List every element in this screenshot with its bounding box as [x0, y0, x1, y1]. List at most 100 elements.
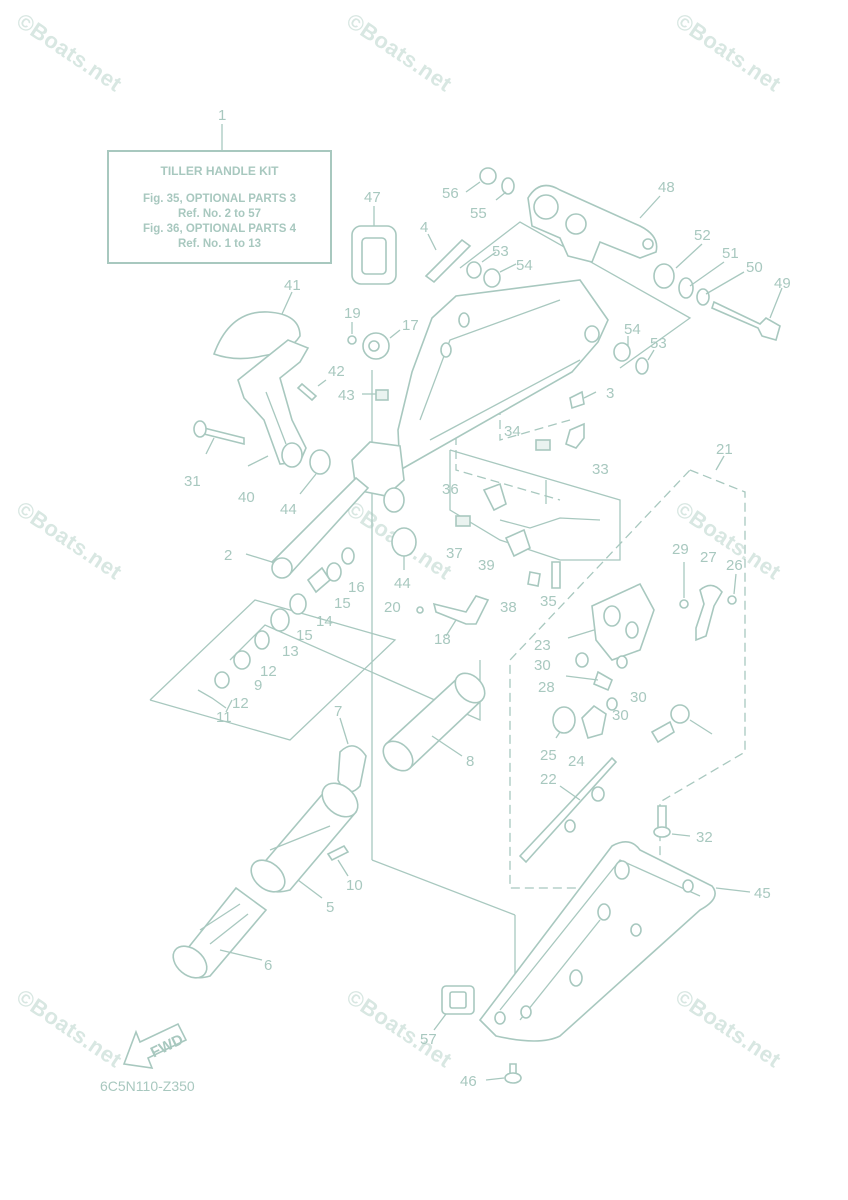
part-44-bushing: [309, 449, 331, 475]
callout-12: 12: [260, 663, 277, 680]
callout-8: 8: [466, 753, 474, 770]
callout-44b: 44: [394, 575, 411, 592]
callout-48: 48: [658, 179, 675, 196]
callout-2: 2: [224, 547, 232, 564]
callout-13: 13: [282, 643, 299, 660]
part-52-50-51-49-hardware: [653, 243, 783, 341]
callout-53b: 53: [650, 335, 667, 352]
part-53-54-right: [613, 336, 655, 375]
callout-50: 50: [746, 259, 763, 276]
callout-57: 57: [420, 1031, 437, 1048]
callout-38: 38: [500, 599, 517, 616]
part-5-throttle-grip: [250, 782, 359, 899]
throttle-small-parts: [197, 547, 355, 713]
callout-10: 10: [346, 877, 363, 894]
callout-36: 36: [442, 481, 459, 498]
callout-47: 47: [364, 189, 381, 206]
callout-53: 53: [492, 243, 509, 260]
callout-22: 22: [540, 771, 557, 788]
main-tiller-arm: [351, 279, 609, 513]
callout-6: 6: [264, 957, 272, 974]
callout-29: 29: [672, 541, 689, 558]
part-45-lower-cover: [478, 841, 751, 1042]
callout-34: 34: [504, 423, 521, 440]
callout-39: 39: [478, 557, 495, 574]
kit-reference-line: Fig. 36, OPTIONAL PARTS 4: [143, 223, 296, 235]
callout-21: 21: [716, 441, 733, 458]
callout-5: 5: [326, 899, 334, 916]
part-46-bolt: [485, 1063, 522, 1084]
part-40-tiller-handle: [237, 339, 327, 468]
callout-30c: 30: [612, 707, 629, 724]
forward-arrow-icon: FWD: [122, 1022, 188, 1069]
part-17-19-clamp: [347, 322, 401, 360]
callout-37: 37: [446, 545, 463, 562]
part-32-screw: [653, 805, 691, 838]
callout-35: 35: [540, 593, 557, 610]
kit-reference-line: Fig. 35, OPTIONAL PARTS 3: [143, 193, 296, 205]
callout-44: 44: [280, 501, 297, 518]
kit-reference-line: Ref. No. 1 to 13: [177, 238, 262, 250]
kit-title: TILLER HANDLE KIT: [160, 164, 279, 178]
callout-30: 30: [534, 657, 551, 674]
callout-52: 52: [694, 227, 711, 244]
callout-43: 43: [338, 387, 355, 404]
part-27-lever: [679, 562, 737, 642]
part-53-54-left: [466, 251, 517, 288]
part-56-55-nut-washer: [465, 167, 515, 201]
callout-49: 49: [774, 275, 791, 292]
part-4-plate: [424, 238, 472, 284]
callout-51: 51: [722, 245, 739, 262]
callout-24: 24: [568, 753, 585, 770]
callout-55: 55: [470, 205, 487, 222]
tiller-handle-kit-box: TILLER HANDLE KIT Fig. 35, OPTIONAL PART…: [107, 150, 332, 264]
callout-18: 18: [434, 631, 451, 648]
callout-40: 40: [238, 489, 255, 506]
part-31-bolt: [193, 420, 245, 455]
part-6-handle-grip: [172, 886, 268, 979]
callout-4: 4: [420, 219, 428, 236]
part-44-bushing: [391, 527, 417, 557]
callout-30b: 30: [630, 689, 647, 706]
parts-clips-screws: [455, 390, 601, 589]
callout-15b: 15: [296, 627, 313, 644]
part-43-shim: [375, 389, 389, 401]
callout-31: 31: [184, 473, 201, 490]
callout-45: 45: [754, 885, 771, 902]
part-57-grommet: [433, 985, 475, 1031]
part-47-grommet: [351, 206, 397, 285]
part-2-throttle-shaft: [245, 476, 370, 579]
callout-46: 46: [460, 1073, 477, 1090]
part-7-grip-seal: [337, 717, 367, 793]
callout-15: 15: [334, 595, 351, 612]
callout-3: 3: [606, 385, 614, 402]
callout-56: 56: [442, 185, 459, 202]
callout-16: 16: [348, 579, 365, 596]
callout-54b: 54: [624, 321, 641, 338]
callout-54: 54: [516, 257, 533, 274]
callout-23: 23: [534, 637, 551, 654]
kit-reference-line: Ref. No. 2 to 57: [177, 208, 262, 220]
diagram-code: 6C5N110-Z350: [100, 1078, 195, 1094]
callout-26: 26: [726, 557, 743, 574]
part-22-shift-rod: [518, 756, 618, 864]
callout-11: 11: [216, 709, 232, 726]
callout-9: 9: [254, 677, 262, 694]
callout-27: 27: [700, 549, 717, 566]
part-8-grip-sleeve: [382, 672, 486, 772]
callout-1: 1: [218, 107, 226, 124]
callout-labels: 1 2 3 4 5 6 7 8 9 10 11 12 12 13 14 15 1…: [184, 107, 791, 1090]
callout-33: 33: [592, 461, 609, 478]
callout-42: 42: [328, 363, 345, 380]
part-24-25-cam: [552, 704, 607, 739]
part-23-shift-bracket: [565, 582, 655, 711]
callout-32: 32: [696, 829, 713, 846]
callout-17: 17: [402, 317, 419, 334]
part-48-steering-bracket: [527, 184, 661, 263]
callout-12b: 12: [232, 695, 249, 712]
callout-14: 14: [316, 613, 333, 630]
callout-41: 41: [284, 277, 301, 294]
callout-7: 7: [334, 703, 342, 720]
